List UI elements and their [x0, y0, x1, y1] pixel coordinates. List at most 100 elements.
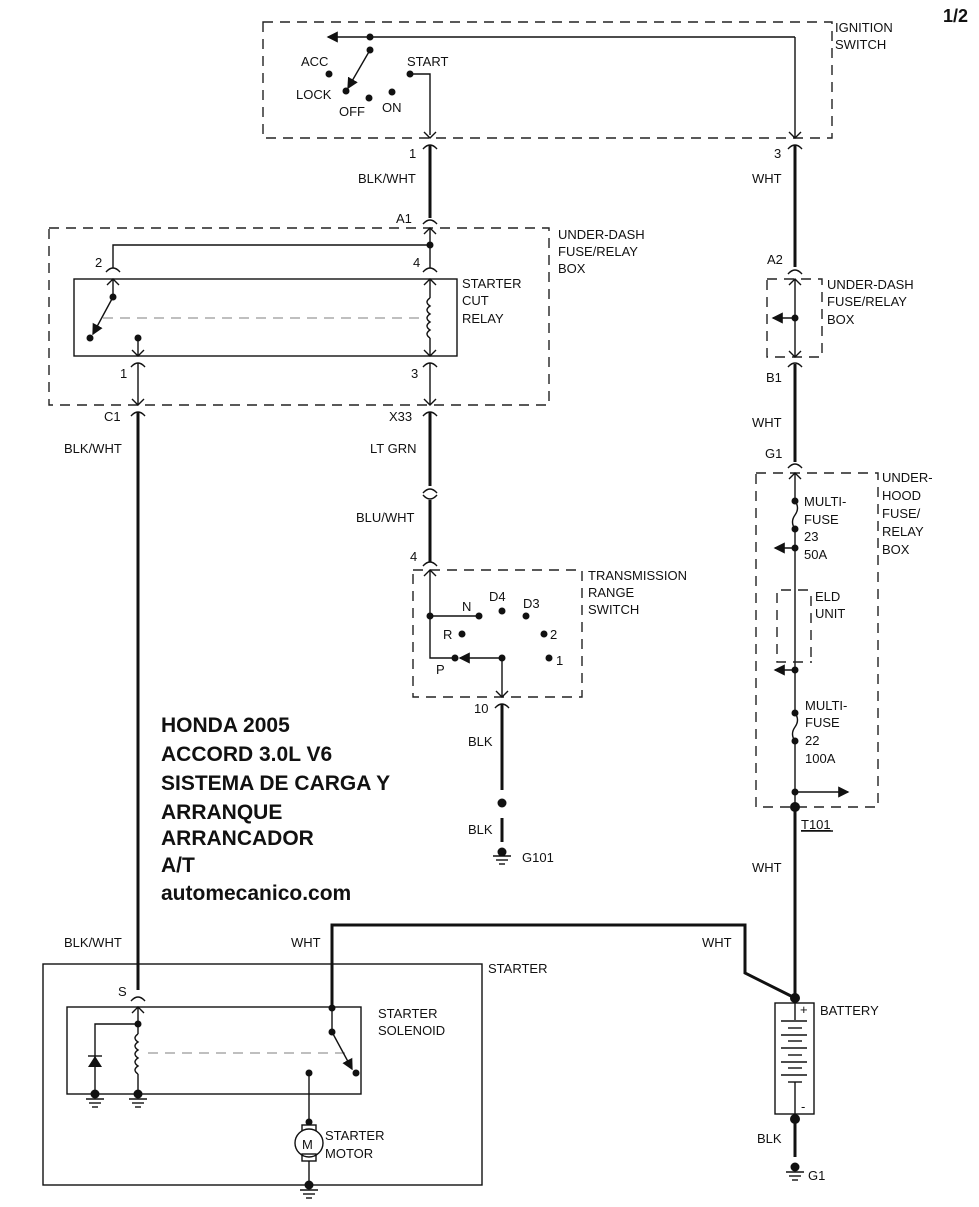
off-contact	[365, 94, 373, 102]
trs-d3-label: D3	[523, 596, 540, 611]
trs-d3-contact	[522, 612, 530, 620]
fuse-22-label-4: 100A	[805, 751, 836, 766]
starter-pin-s: S	[118, 984, 127, 999]
ground-g1-label: G1	[808, 1168, 825, 1183]
trs-r-contact	[458, 630, 466, 638]
trs-n-label: N	[462, 599, 471, 614]
ground-icon	[86, 1089, 104, 1108]
solenoid-coil	[134, 1033, 140, 1075]
trs-p-label: P	[436, 662, 445, 677]
trs-1-contact	[545, 654, 553, 662]
ground-g101-label: G101	[522, 850, 554, 865]
wire-label-c1: BLK/WHT	[64, 441, 122, 456]
off-label: OFF	[339, 104, 365, 119]
ground-g101-icon	[493, 847, 511, 865]
wire-label-t101: WHT	[752, 860, 782, 875]
wire-label-x33: LT GRN	[370, 441, 416, 456]
ignition-switch: IGNITION SWITCH ACC LOCK OFF ON START	[262, 20, 893, 139]
eld-unit-box	[776, 589, 812, 663]
acc-label: ACC	[301, 54, 328, 69]
starter-motor-icon: M	[294, 1118, 324, 1185]
wire-label-battery-feed: WHT	[702, 935, 732, 950]
ignition-switch-label-2: SWITCH	[835, 37, 886, 52]
wire-label-ign-a1: BLK/WHT	[358, 171, 416, 186]
fuse-22-label-3: 22	[805, 733, 819, 748]
battery-plus: +	[800, 1002, 808, 1017]
connector-x33: X33	[389, 409, 412, 424]
lock-label: LOCK	[296, 87, 332, 102]
eld-label-2: UNIT	[815, 606, 845, 621]
trs-pin-10: 10	[474, 701, 488, 716]
title-line-4: ARRANQUE	[161, 801, 282, 824]
fuse-23-icon	[791, 500, 799, 530]
wire-label-b1-g1: WHT	[752, 415, 782, 430]
solenoid-label-2: SOLENOID	[378, 1023, 445, 1038]
fuse-22-label-1: MULTI-	[805, 698, 847, 713]
starter: STARTER BLK/WHT WHT S STARTER SOLENOID	[42, 935, 547, 1199]
fuse-23-label-3: 23	[804, 529, 818, 544]
motor-label-2: MOTOR	[325, 1146, 373, 1161]
ground-icon	[300, 1180, 318, 1199]
fuse-23-label-2: FUSE	[804, 512, 839, 527]
junction-t101-label: T101	[801, 817, 831, 832]
connector-a2: A2	[767, 252, 783, 267]
starter-cut-relay: STARTER CUT RELAY	[73, 276, 521, 357]
under-hood-label-1: UNDER-	[882, 470, 933, 485]
relay-pin-3: 3	[411, 366, 418, 381]
connector-a1: A1	[396, 211, 412, 226]
wire-wht-battery-starter	[330, 923, 796, 1008]
title-line-7: automecanico.com	[161, 882, 351, 905]
wire-label-starter-b: WHT	[291, 935, 321, 950]
connector-c1: C1	[104, 409, 121, 424]
battery: + - BATTERY	[774, 993, 879, 1124]
under-dash-fuse-relay-box-right: A2 B1 UNDER-DASH FUSE/RELAY BOX	[766, 252, 914, 385]
ground-g1-icon	[786, 1162, 804, 1181]
trs-label-2: RANGE	[588, 585, 635, 600]
motor-symbol: M	[302, 1137, 313, 1152]
relay-label-1: STARTER	[462, 276, 521, 291]
under-hood-label-3: FUSE/	[882, 506, 921, 521]
relay-label-3: RELAY	[462, 311, 504, 326]
trs-d4-label: D4	[489, 589, 506, 604]
connectors	[422, 131, 803, 150]
trs-p-contact	[451, 654, 459, 662]
connector-g1: G1	[765, 446, 782, 461]
diode-icon	[88, 1056, 102, 1067]
trs-2-label: 2	[550, 627, 557, 642]
under-dash-left-label-3: BOX	[558, 261, 586, 276]
relay-coil	[426, 297, 432, 339]
fuse-23-label-1: MULTI-	[804, 494, 846, 509]
under-hood-label-5: BOX	[882, 542, 910, 557]
motor-label-1: STARTER	[325, 1128, 384, 1143]
relay-pin-1: 1	[120, 366, 127, 381]
title-line-6: A/T	[161, 854, 195, 877]
trs-label-1: TRANSMISSION	[588, 568, 687, 583]
on-label: ON	[382, 100, 402, 115]
wire-label-trs-gnd-1: BLK	[468, 734, 493, 749]
ignition-switch-label-1: IGNITION	[835, 20, 893, 35]
wire-label-battery-gnd: BLK	[757, 1131, 782, 1146]
battery-label: BATTERY	[820, 1003, 879, 1018]
acc-contact	[325, 70, 333, 78]
under-hood-label-4: RELAY	[882, 524, 924, 539]
wire-label-starter-s: BLK/WHT	[64, 935, 122, 950]
lock-contact	[342, 87, 350, 95]
connector-b1: B1	[766, 370, 782, 385]
wire-label-trs-gnd-2: BLK	[468, 822, 493, 837]
title-line-1: HONDA 2005	[161, 714, 290, 737]
under-dash-right-label-1: UNDER-DASH	[827, 277, 914, 292]
relay-pin-4: 4	[413, 255, 420, 270]
ign-pin-3: 3	[774, 146, 781, 161]
under-dash-right-label-3: BOX	[827, 312, 855, 327]
starter-label: STARTER	[488, 961, 547, 976]
ground-icon	[129, 1089, 147, 1108]
trs-2-contact	[540, 630, 548, 638]
fuse-22-icon	[791, 712, 799, 742]
under-hood-label-2: HOOD	[882, 488, 921, 503]
on-contact	[388, 88, 396, 96]
fuse-23-label-4: 50A	[804, 547, 827, 562]
trs-label-3: SWITCH	[588, 602, 639, 617]
under-dash-left-label-2: FUSE/RELAY	[558, 244, 638, 259]
wire-label-trs: BLU/WHT	[356, 510, 415, 525]
